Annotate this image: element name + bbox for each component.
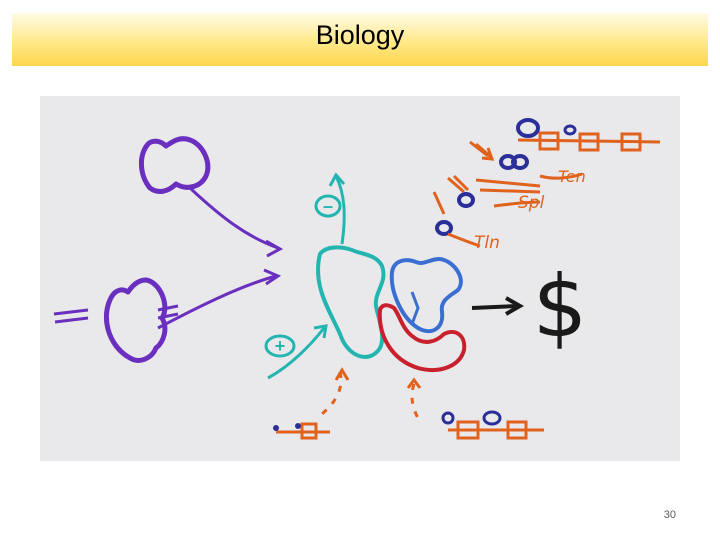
diagram-drawing: – + $ — [53, 118, 661, 440]
navy-circle — [516, 118, 540, 138]
navy-circle — [563, 124, 577, 136]
navy-circle — [441, 411, 455, 425]
purple-protein-bottom — [103, 277, 168, 363]
minus-circle — [314, 194, 342, 218]
ten-label: Ten — [558, 167, 586, 186]
teal-arrow-in — [267, 327, 326, 380]
purple-arrow-bottom — [157, 274, 277, 330]
spl-label: Spl — [518, 193, 545, 213]
red-protein — [377, 303, 467, 372]
teal-arrow-up — [334, 175, 346, 245]
navy-circle — [511, 154, 529, 170]
dollar-sign: $ — [533, 257, 588, 357]
navy-circle — [435, 220, 453, 236]
black-arrow — [471, 304, 519, 310]
tln-label: Tln — [474, 233, 500, 253]
navy-circle — [457, 192, 475, 208]
minus-label: – — [323, 196, 333, 216]
slide-number: 30 — [663, 509, 676, 521]
teal-receptor — [316, 245, 386, 359]
navy-circle — [482, 410, 502, 426]
purple-protein-top — [139, 136, 211, 194]
plus-label: + — [275, 336, 286, 356]
purple-arrow-top — [188, 186, 279, 250]
blue-protein — [389, 257, 463, 334]
plus-circle — [264, 334, 296, 358]
title-bar — [12, 13, 708, 66]
hand-drawn-diagram-photo: – + $ — [40, 96, 680, 461]
slide-title: Biology — [315, 20, 405, 50]
